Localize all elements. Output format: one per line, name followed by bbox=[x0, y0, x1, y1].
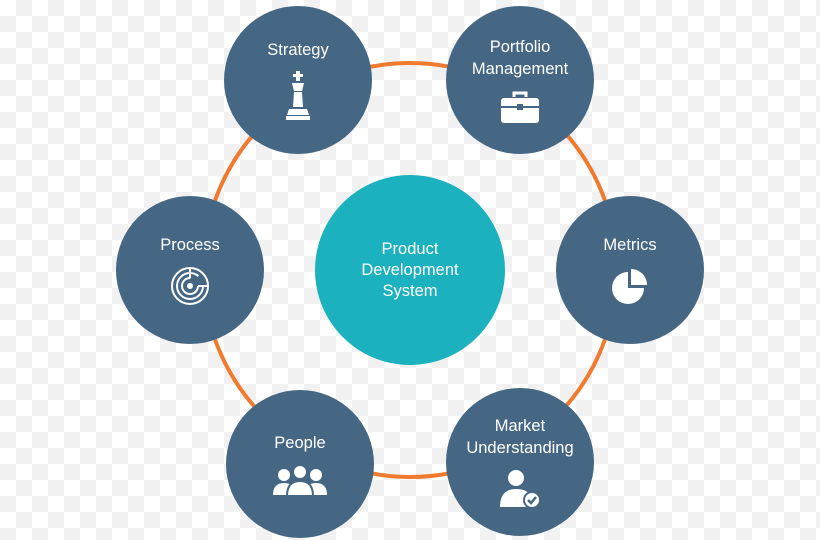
maze-icon bbox=[171, 267, 209, 305]
hub-label: Product Development System bbox=[361, 239, 459, 300]
product-development-system-hub: Product Development System bbox=[315, 175, 505, 365]
market-understanding-node: Market Understanding bbox=[446, 388, 594, 536]
pie-chart-icon bbox=[612, 269, 647, 304]
chess-king-icon bbox=[286, 71, 310, 120]
portfolio-management-node: Portfolio Management bbox=[446, 6, 594, 154]
process-node: Process bbox=[116, 196, 264, 344]
briefcase-icon bbox=[501, 91, 539, 123]
user-check-icon bbox=[500, 470, 541, 509]
portfolio-management-label: Portfolio Management bbox=[471, 38, 569, 78]
group-icon bbox=[273, 464, 327, 496]
people-node: People bbox=[226, 390, 374, 538]
metrics-node: Metrics bbox=[556, 196, 704, 344]
strategy-label: Strategy bbox=[267, 41, 329, 59]
market-understanding-label: Market Understanding bbox=[466, 417, 574, 457]
strategy-node: Strategy bbox=[224, 6, 372, 154]
process-label: Process bbox=[160, 236, 220, 254]
people-label: People bbox=[274, 434, 326, 452]
metrics-label: Metrics bbox=[603, 236, 657, 254]
